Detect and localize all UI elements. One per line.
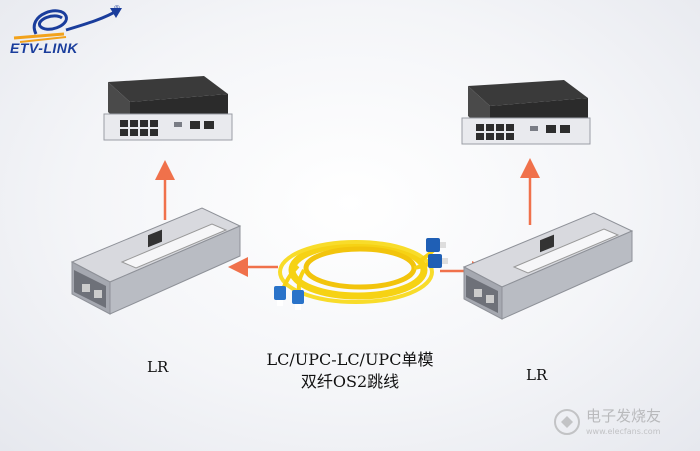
- sfp-module-left: [70, 207, 242, 315]
- registered-mark: ®: [114, 4, 120, 13]
- watermark-url: www.elecfans.com: [586, 427, 661, 436]
- watermark: 电子发烧友 www.elecfans.com: [552, 403, 682, 441]
- fiber-patch-cable: [274, 238, 448, 310]
- watermark-text: 电子发烧友: [586, 407, 662, 425]
- cable-caption: LC/UPC-LC/UPC单模 双纤OS2跳线: [250, 349, 450, 393]
- module-left-label: LR: [147, 358, 169, 376]
- brand-name: ETV-LINK: [10, 40, 79, 56]
- switch-right: [461, 80, 591, 145]
- cable-caption-line2: 双纤OS2跳线: [300, 372, 400, 391]
- sfp-module-right: [462, 212, 634, 320]
- switch-left: [103, 76, 233, 141]
- cable-caption-line1: LC/UPC-LC/UPC单模: [266, 350, 434, 369]
- etv-link-logo: [13, 8, 122, 43]
- module-right-label: LR: [526, 366, 548, 384]
- watermark-icon: [554, 409, 580, 435]
